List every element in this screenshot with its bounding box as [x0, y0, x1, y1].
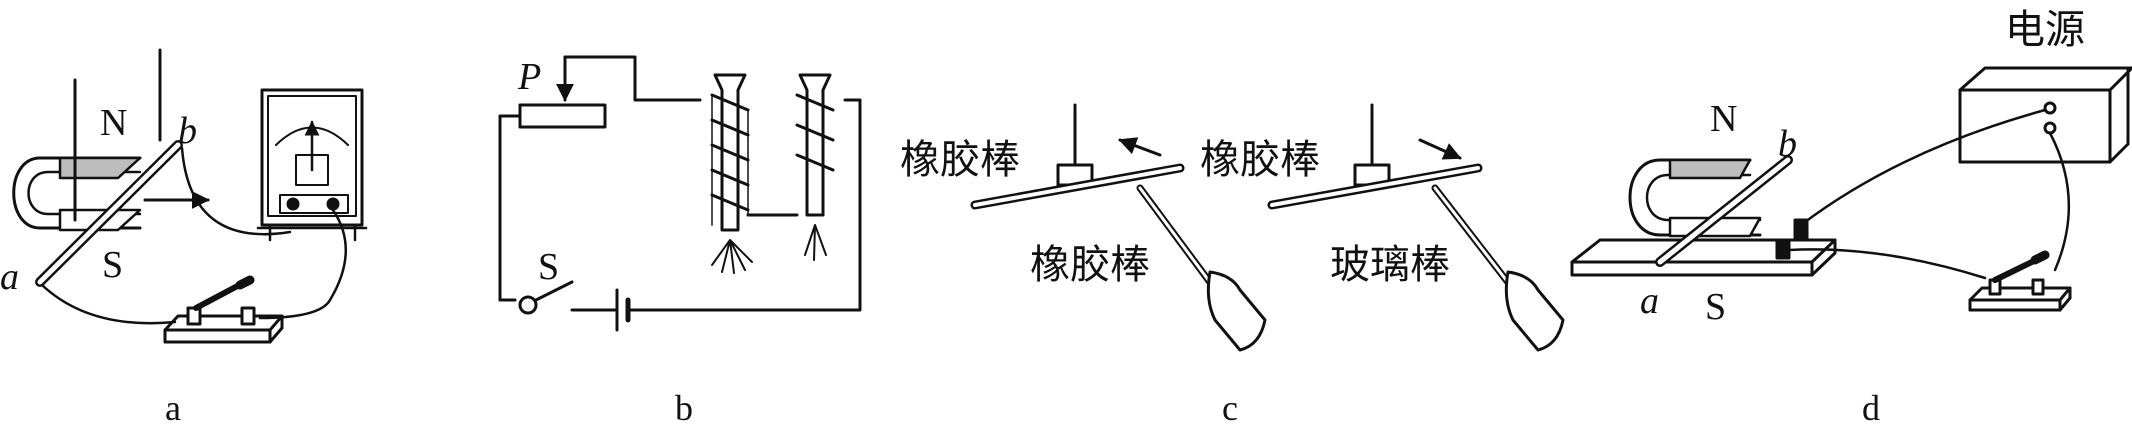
pole-s-label-d: S [1705, 286, 1727, 328]
knife-switch-d [1968, 250, 2072, 312]
wire-rod-to-meter [180, 146, 292, 236]
hanging-rod-left-label: 橡胶棒 [900, 137, 1020, 183]
wire-rheostat-to-switch [498, 114, 522, 302]
pole-n-label-d: N [1710, 98, 1738, 140]
wire-meter-to-switch [258, 208, 348, 320]
galvanometer [256, 88, 368, 242]
hand-rod-left-c [1136, 184, 1267, 352]
power-supply-label: 电源 [2005, 7, 2085, 53]
panel-label-b: b [675, 388, 693, 428]
hanging-rod-right-label: 橡胶棒 [1200, 137, 1320, 183]
wire-supply-to-rod [1799, 108, 2047, 227]
hand-rod-right-label: 玻璃棒 [1330, 242, 1450, 288]
rod-end-b-label-a: b [178, 110, 197, 152]
panel-b-diagram [498, 55, 862, 332]
suspended-rod-right-c [1267, 103, 1483, 210]
panel-d-diagram [1570, 66, 2132, 312]
panel-a-diagram [12, 48, 368, 344]
switch-s-label-b: S [538, 246, 560, 288]
hand-rod-left-label: 橡胶棒 [1030, 242, 1150, 288]
suspended-rod-left-c [970, 103, 1185, 210]
rod-end-b-label-d: b [1778, 123, 1797, 165]
switch-s-b [518, 280, 574, 315]
conductor-rod-ab-a [35, 140, 183, 287]
conductor-rod-ab-d [1655, 155, 1793, 267]
electromagnet-left [710, 73, 753, 274]
knife-switch-a [163, 275, 284, 344]
panel-label-d: d [1862, 388, 1880, 428]
panel-label-a: a [165, 388, 181, 428]
power-supply-box [1958, 66, 2132, 164]
wire-battery-to-coil [628, 98, 862, 312]
terminals-d [1775, 218, 1809, 260]
panel-label-c: c [1222, 388, 1238, 428]
slider-p-label: P [518, 56, 542, 98]
base-board-d [1570, 238, 1837, 277]
electromagnet-right [795, 73, 835, 261]
wire-rod-to-switch-d [1787, 248, 1987, 280]
rod-end-a-label-d: a [1640, 280, 1659, 322]
horseshoe-magnet-a [12, 156, 142, 232]
pole-n-label-a: N [100, 102, 128, 144]
panel-c-diagram [970, 103, 1565, 352]
pole-s-label-a: S [102, 244, 124, 286]
rod-end-a-label-a: a [0, 256, 19, 298]
horseshoe-magnet-d [1628, 158, 1762, 238]
battery-b [615, 288, 631, 332]
wire-supply-to-switch [2048, 131, 2071, 272]
hand-rod-right-c [1431, 184, 1565, 352]
wire-slider-to-coil [563, 55, 702, 102]
wire-rod-to-switch [40, 283, 177, 325]
